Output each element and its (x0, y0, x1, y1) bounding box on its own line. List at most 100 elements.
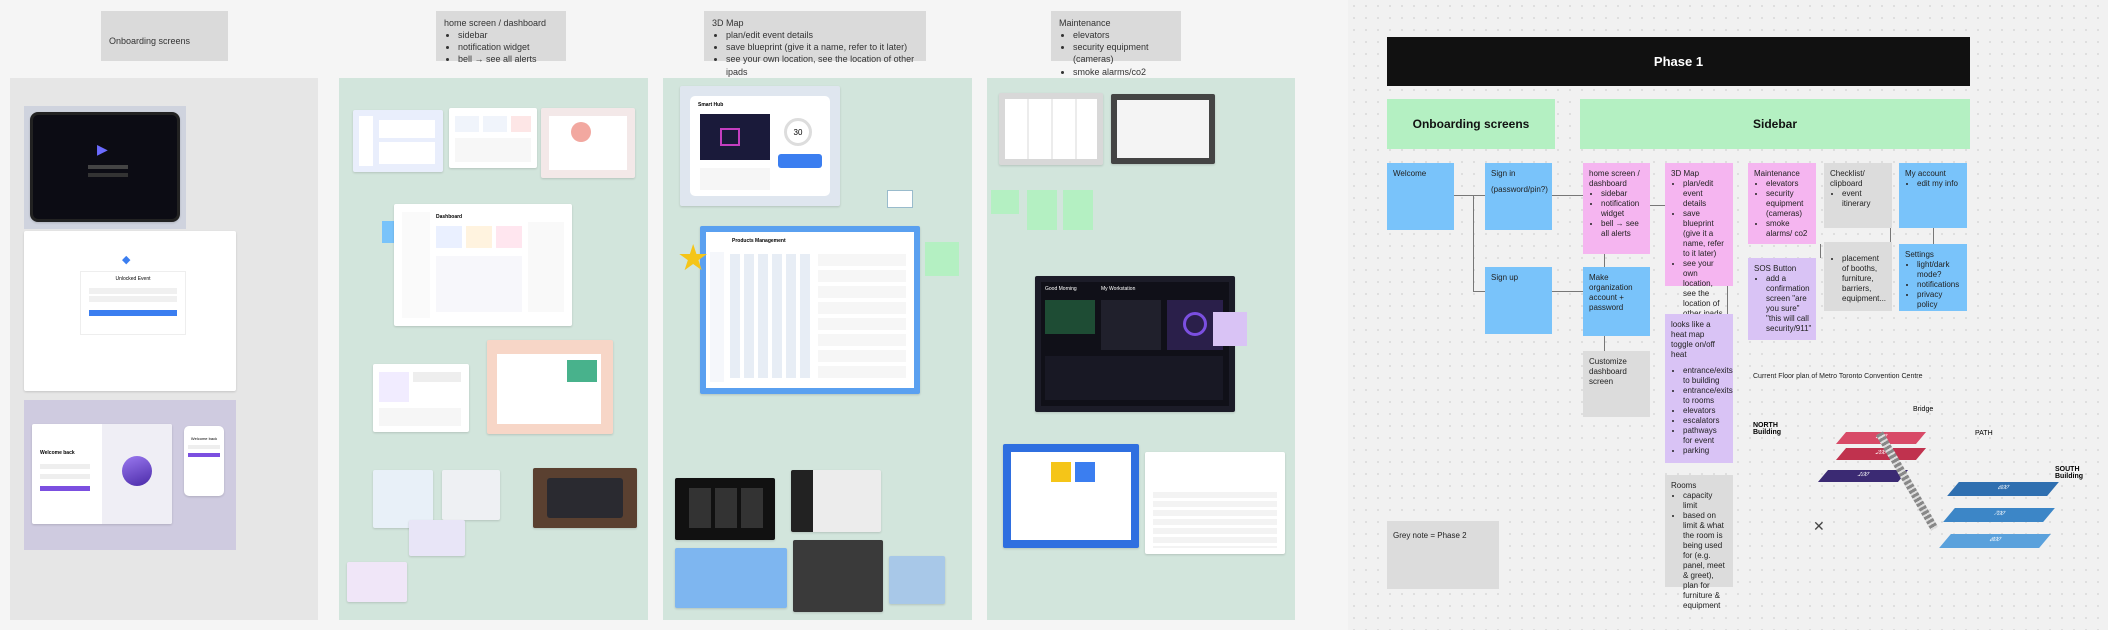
login-screen[interactable]: ◆ Unlocked Event (24, 231, 236, 391)
sign-in-button[interactable] (89, 310, 177, 316)
widget-card (1045, 300, 1095, 334)
welcome-screen[interactable]: Welcome back (32, 424, 172, 524)
maintenance-thumb[interactable] (1111, 94, 1215, 164)
small-sticky-note[interactable] (991, 190, 1019, 214)
account-item: edit my info (1917, 179, 1961, 189)
sign-in-button[interactable] (188, 453, 220, 457)
small-sticky-note[interactable] (1213, 312, 1247, 346)
dashboard-thumb[interactable] (487, 340, 613, 434)
sidebar-strip (402, 212, 430, 318)
home-header-item: sidebar (458, 29, 558, 41)
rooms-title: Rooms (1671, 481, 1727, 491)
welcome-note[interactable]: Welcome (1387, 163, 1454, 230)
floor-100: 100 (1818, 470, 1908, 482)
input-bar (89, 296, 177, 302)
phase-banner: Phase 1 (1387, 37, 1970, 86)
table-dashboard-thumb[interactable] (1145, 452, 1285, 554)
tablet-thumb[interactable] (793, 540, 883, 612)
widget-card (379, 120, 435, 138)
onboarding-header-note[interactable]: Onboarding screens (101, 11, 228, 61)
signup-text: Sign up (1491, 273, 1546, 283)
dashboard-thumb[interactable] (353, 110, 443, 172)
home-header-title: home screen / dashboard (444, 17, 558, 29)
mobile-thumb[interactable] (442, 470, 500, 520)
settings-item: privacy policy (1917, 290, 1961, 310)
south-label: SOUTH Building (2055, 466, 2095, 480)
map3d-item: plan/edit event details (1683, 179, 1727, 209)
home-header-note[interactable]: home screen / dashboard sidebar notifica… (436, 11, 566, 61)
grey-note-legend[interactable]: Grey note = Phase 2 (1387, 521, 1499, 589)
connector-line (1604, 336, 1605, 351)
path-label: PATH (1975, 430, 1993, 437)
star-icon: ★ (677, 240, 709, 276)
tablet-screen (547, 478, 623, 518)
maintenance-panel: Good Morning My Workstation (987, 78, 1295, 620)
connector-line (1727, 286, 1728, 314)
account-title: My account (1905, 169, 1961, 179)
dashboard-thumb[interactable] (449, 108, 537, 168)
signup-note[interactable]: Sign up (1485, 267, 1552, 334)
small-sticky-note[interactable] (1063, 190, 1093, 230)
small-sticky-note[interactable] (1027, 190, 1057, 230)
input-bar (40, 464, 90, 469)
tablet-thumb[interactable] (675, 548, 787, 608)
map3d-item: save blueprint (give it a name, refer to… (1683, 209, 1727, 259)
dark-devices-thumb[interactable] (675, 478, 775, 540)
mobile-welcome-screen[interactable]: Welcome back (184, 426, 224, 496)
workstation-thumb[interactable]: Good Morning My Workstation (1035, 276, 1235, 412)
floor-label: 700 (1991, 511, 2006, 517)
heatmap-note[interactable]: looks like a heat map toggle on/off heat… (1665, 314, 1733, 463)
customize-note[interactable]: Customize dashboard screen (1583, 351, 1650, 417)
map-app-thumb[interactable] (791, 470, 881, 532)
rooms-item: capacity limit (1683, 491, 1727, 511)
data-table (1153, 492, 1277, 548)
home-note-title: home screen / dashboard (1589, 169, 1644, 189)
kanban-board (1117, 100, 1209, 158)
product-list (818, 254, 906, 378)
input-bar (89, 288, 177, 294)
connector-line (1473, 195, 1474, 291)
flow-board: Phase 1 Onboarding screens Sidebar Welco… (1348, 0, 2108, 630)
sidebar-strip (791, 470, 813, 532)
dark-login-screen[interactable]: ▶ (30, 112, 180, 222)
maintenance-header-note[interactable]: Maintenance elevators security equipment… (1051, 11, 1181, 61)
onboarding-header: Onboarding screens (1387, 99, 1555, 149)
map3d-note[interactable]: 3D Map plan/edit event details save blue… (1665, 163, 1733, 286)
sign-in-button[interactable] (40, 486, 90, 491)
heatmap-item: pathways for event (1683, 426, 1727, 446)
settings-note[interactable]: Settings light/dark mode? notifications … (1899, 244, 1967, 311)
maintenance-note[interactable]: Maintenance elevators security equipment… (1748, 163, 1816, 244)
placement-note[interactable]: placement of booths, furniture, barriers… (1824, 242, 1892, 311)
tablet-photo[interactable] (533, 468, 637, 528)
home-note[interactable]: home screen / dashboard sidebar notifica… (1583, 163, 1650, 254)
temperature-dial[interactable]: 30 (784, 118, 812, 146)
make-org-note[interactable]: Make organization account + password (1583, 267, 1650, 336)
mobile-thumb[interactable] (347, 562, 407, 602)
dashboard-thumb[interactable] (373, 364, 469, 432)
products-thumb[interactable]: Products Management (700, 226, 920, 394)
map-header-item: save blueprint (give it a name, refer to… (726, 41, 918, 53)
connector-line (1820, 244, 1821, 258)
floor-label: 800 (1987, 537, 2002, 543)
connector-line (1552, 291, 1583, 292)
account-note[interactable]: My account edit my info (1899, 163, 1967, 228)
signin-note[interactable]: Sign in (password/pin?) (1485, 163, 1552, 230)
main-dashboard-thumb[interactable]: Dashboard (394, 204, 572, 326)
small-sticky-note[interactable] (925, 242, 959, 276)
checklist-note[interactable]: Checklist/ clipboard event itinerary (1824, 163, 1892, 228)
maintenance-thumb[interactable] (999, 93, 1103, 165)
sos-note[interactable]: SOS Button add a confirmation screen "ar… (1748, 258, 1816, 340)
mobile-thumb[interactable] (409, 520, 465, 556)
smart-hub-thumb[interactable]: Smart Hub 30 (680, 86, 840, 206)
control-card[interactable] (778, 154, 822, 168)
chart-area (567, 360, 597, 382)
dashboard-thumb[interactable] (1003, 444, 1139, 548)
dashboard-thumb[interactable] (541, 108, 635, 178)
bridge-label: Bridge (1913, 406, 1933, 413)
rooms-note[interactable]: Rooms capacity limit based on limit & wh… (1665, 475, 1733, 587)
make-org-text: Make organization account + password (1589, 273, 1644, 313)
photo-thumb[interactable] (889, 556, 945, 604)
sidebar-header: Sidebar (1580, 99, 1970, 149)
map-header-note[interactable]: 3D Map plan/edit event details save blue… (704, 11, 926, 61)
small-thumb[interactable] (887, 190, 913, 208)
